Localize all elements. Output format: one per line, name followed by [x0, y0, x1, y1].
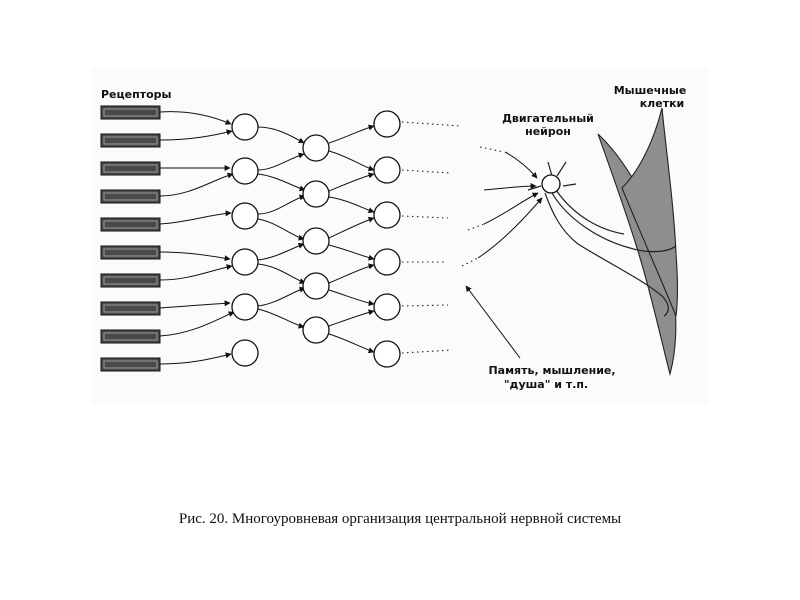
dotted-continuations: [401, 121, 461, 354]
receptors-label: Рецепторы: [101, 88, 172, 101]
receptor-to-layer1-connections: [159, 111, 235, 365]
receptor: [100, 329, 161, 344]
layer2-to-layer3-connections: [328, 124, 375, 354]
receptor: [100, 105, 161, 120]
neuron: [373, 293, 401, 321]
muscle-cells: [597, 107, 679, 377]
neuron: [373, 156, 401, 184]
inputs-to-motor-neuron: [461, 146, 543, 267]
neuron: [302, 227, 330, 255]
motor-neuron-soma: [541, 174, 561, 194]
receptor: [100, 245, 161, 260]
motor-neuron: [527, 161, 677, 317]
motor-neuron-label-line1: Двигательный: [502, 112, 594, 125]
receptor: [100, 301, 161, 316]
neuron: [302, 272, 330, 300]
neuron: [302, 134, 330, 162]
neuron: [231, 293, 259, 321]
receptor: [100, 273, 161, 288]
memory-label-line2: "душа" и т.п.: [504, 378, 588, 391]
figure-caption: Рис. 20. Многоуровневая организация цент…: [178, 511, 622, 527]
neuron: [373, 201, 401, 229]
neuron: [302, 316, 330, 344]
receptor: [100, 161, 161, 176]
memory-label-line1: Память, мышление,: [488, 364, 615, 377]
muscle-cells-label-line2: клетки: [640, 97, 685, 110]
receptor: [100, 217, 161, 232]
neuron: [231, 202, 259, 230]
neuron-layer-2: [302, 134, 330, 344]
muscle-cell: [621, 107, 679, 317]
muscle-cells-label-line1: Мышечные: [614, 84, 687, 97]
neuron: [373, 110, 401, 138]
neuron-layer-3: [373, 110, 401, 368]
receptor: [100, 189, 161, 204]
neuron: [373, 248, 401, 276]
neuron-layer-1: [231, 113, 259, 367]
memory-arrow: [465, 285, 521, 359]
receptor: [100, 357, 161, 372]
neuron: [373, 340, 401, 368]
neuron: [231, 339, 259, 367]
neuron: [231, 157, 259, 185]
neuron: [302, 180, 330, 208]
neuron: [231, 113, 259, 141]
neuron: [231, 248, 259, 276]
receptor: [100, 133, 161, 148]
motor-neuron-label-line2: нейрон: [525, 125, 571, 138]
layer1-to-layer2-connections: [257, 126, 306, 329]
